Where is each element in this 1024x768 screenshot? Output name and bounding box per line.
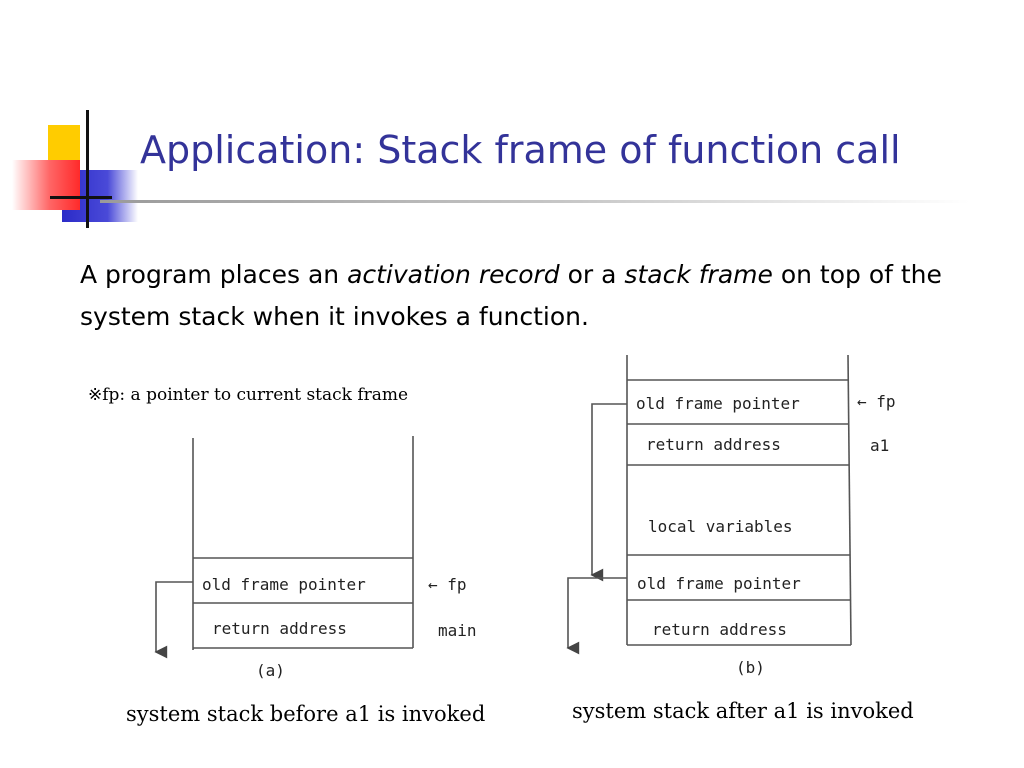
stack-a-fp-label: ← fp — [428, 575, 467, 594]
stack-b-right-wall — [847, 354, 852, 646]
stack-a-cell-return-address: return address — [212, 619, 347, 638]
stack-b-a1-label: a1 — [870, 436, 889, 455]
slide-logo-icon — [12, 110, 138, 228]
page-title: Application: Stack frame of function cal… — [140, 128, 901, 172]
stack-a-link-arrow — [154, 581, 193, 659]
caption-b: system stack after a1 is invoked — [572, 699, 914, 723]
stack-b-cell-old-frame-pointer-bottom: old frame pointer — [637, 574, 801, 593]
diagram-a — [154, 436, 414, 659]
stack-b-cell-return-address-bottom: return address — [652, 620, 787, 639]
stack-b-link-arrow-upper — [590, 403, 627, 582]
diagram-b — [566, 354, 852, 655]
stack-frame-term: stack frame — [624, 260, 773, 289]
title-underline — [100, 200, 970, 203]
stack-a-main-label: main — [438, 621, 477, 640]
body-paragraph: A program places an activation record or… — [80, 254, 980, 338]
activation-record-term: activation record — [347, 260, 560, 289]
body-text-3: on top of the system stack when it invok… — [80, 260, 942, 331]
figure-b-label: (b) — [736, 658, 765, 677]
stack-a-cell-old-frame-pointer: old frame pointer — [202, 575, 366, 594]
caption-a: system stack before a1 is invoked — [126, 702, 486, 726]
fp-note: ※fp: a pointer to current stack frame — [88, 385, 409, 405]
stack-b-fp-label: ← fp — [857, 392, 896, 411]
stack-b-link-arrow-lower — [566, 577, 627, 655]
stack-b-cell-return-address-top: return address — [646, 435, 781, 454]
stack-b-cell-old-frame-pointer-top: old frame pointer — [636, 394, 800, 413]
body-text-2: or a — [559, 260, 625, 289]
stack-b-cell-local-variables: local variables — [648, 517, 793, 536]
body-text-1: A program places an — [80, 260, 348, 289]
figure-a-label: (a) — [256, 661, 285, 680]
